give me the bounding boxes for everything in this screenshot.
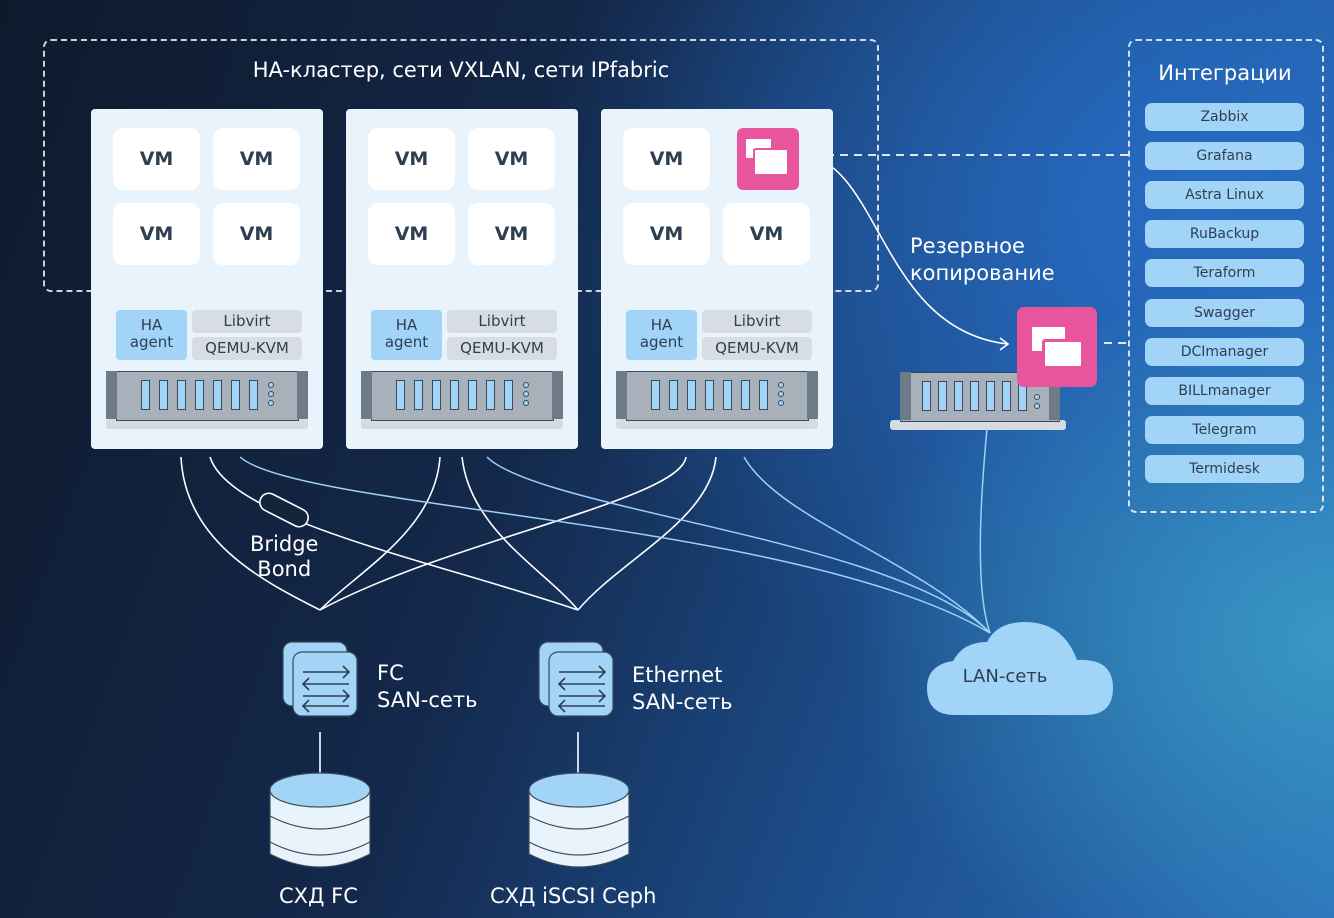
ha-agent-line1: HA	[395, 316, 418, 334]
cluster-title: HA-кластер, сети VXLAN, сети IPfabric	[252, 58, 670, 82]
integration-termidesk[interactable]: Termidesk	[1145, 455, 1304, 483]
integration-rubackup[interactable]: RuBackup	[1145, 220, 1304, 248]
backup-arrow-head	[999, 337, 1010, 351]
iscsi-ceph-storage-icon[interactable]	[527, 770, 633, 874]
fc-san-switch-icon[interactable]	[281, 640, 359, 718]
host-server-3[interactable]: VM VM VM HA agent Libvirt QEMU-KVM	[601, 109, 833, 449]
server-rack-icon	[616, 371, 818, 433]
iscsi-storage-label: СХД iSCSI Ceph	[490, 884, 657, 908]
vm-tile[interactable]: VM	[623, 128, 710, 190]
qemu-kvm-badge: QEMU-KVM	[702, 337, 812, 360]
fc-storage-icon[interactable]	[268, 770, 374, 874]
ha-agent-line2: agent	[384, 333, 429, 351]
vm-tile[interactable]: VM	[723, 203, 810, 265]
link-host3-fc	[319, 456, 687, 611]
ha-agent-line2: agent	[129, 333, 174, 351]
ha-agent-line2: agent	[639, 333, 684, 351]
server-rack-icon	[106, 371, 308, 433]
integration-dcimanager[interactable]: DCImanager	[1145, 338, 1304, 366]
ethernet-san-line1: Ethernet	[632, 663, 723, 687]
integration-grafana[interactable]: Grafana	[1145, 142, 1304, 170]
ha-agent-line1: HA	[140, 316, 163, 334]
link-host2-lan	[486, 456, 991, 634]
link-host1-eth	[209, 456, 579, 611]
backup-label-line1: Резервное	[910, 234, 1025, 258]
fc-san-line1: FC	[377, 661, 404, 685]
ha-agent-badge: HA agent	[626, 310, 697, 360]
ha-agent-badge: HA agent	[116, 310, 187, 360]
vm-tile[interactable]: VM	[623, 203, 710, 265]
integrations-boundary	[1128, 39, 1324, 513]
fc-san-line2: SAN-сеть	[377, 688, 478, 712]
bridge-bond-label: Bridge Bond	[250, 532, 318, 582]
vm-tile[interactable]: VM	[368, 203, 455, 265]
vm-tile[interactable]: VM	[213, 203, 300, 265]
bond-label: Bond	[257, 557, 312, 581]
link-host3-eth	[577, 456, 717, 611]
server-rack-icon	[361, 371, 563, 433]
link-host1-fc	[180, 456, 321, 611]
bridge-bond-icon	[259, 492, 309, 528]
libvirt-badge: Libvirt	[192, 310, 302, 333]
vm-tile[interactable]: VM	[113, 203, 200, 265]
lan-cloud-icon[interactable]	[925, 620, 1117, 720]
link-backup-lan	[979, 417, 991, 634]
fc-san-label: FC SAN-сеть	[377, 660, 477, 714]
vm-tile[interactable]: VM	[213, 128, 300, 190]
lan-label: LAN-сеть	[962, 666, 1048, 687]
integrations-title: Интеграции	[1158, 61, 1292, 85]
ethernet-san-line2: SAN-сеть	[632, 690, 733, 714]
integration-billmanager[interactable]: BILLmanager	[1145, 377, 1304, 405]
link-host1-lan	[239, 456, 991, 634]
backup-server-icon[interactable]	[1017, 307, 1097, 387]
ha-agent-badge: HA agent	[371, 310, 442, 360]
link-host2-eth	[461, 456, 579, 611]
backup-label: Резервное копирование	[910, 233, 1055, 287]
link-host2-fc	[319, 456, 441, 611]
integration-teraform[interactable]: Teraform	[1145, 259, 1304, 287]
integration-swagger[interactable]: Swagger	[1145, 299, 1304, 327]
backup-label-line2: копирование	[910, 261, 1055, 285]
fc-storage-label: СХД FC	[279, 884, 358, 908]
link-host3-lan	[743, 456, 991, 634]
host-server-2[interactable]: VM VM VM VM HA agent Libvirt QEMU-KVM	[346, 109, 578, 449]
qemu-kvm-badge: QEMU-KVM	[192, 337, 302, 360]
ethernet-san-label: Ethernet SAN-сеть	[632, 662, 732, 716]
vm-tile[interactable]: VM	[468, 203, 555, 265]
integration-telegram[interactable]: Telegram	[1145, 416, 1304, 444]
host-server-1[interactable]: VM VM VM VM HA agent Libvirt QEMU-KVM	[91, 109, 323, 449]
vm-tile[interactable]: VM	[113, 128, 200, 190]
integration-zabbix[interactable]: Zabbix	[1145, 103, 1304, 131]
integration-astra-linux[interactable]: Astra Linux	[1145, 181, 1304, 209]
ha-agent-line1: HA	[650, 316, 673, 334]
vm-tile[interactable]: VM	[468, 128, 555, 190]
vm-tile[interactable]: VM	[368, 128, 455, 190]
qemu-kvm-badge: QEMU-KVM	[447, 337, 557, 360]
backup-agent-icon[interactable]	[737, 128, 799, 190]
ethernet-san-switch-icon[interactable]	[537, 640, 615, 718]
bridge-label: Bridge	[250, 532, 319, 556]
libvirt-badge: Libvirt	[702, 310, 812, 333]
libvirt-badge: Libvirt	[447, 310, 557, 333]
